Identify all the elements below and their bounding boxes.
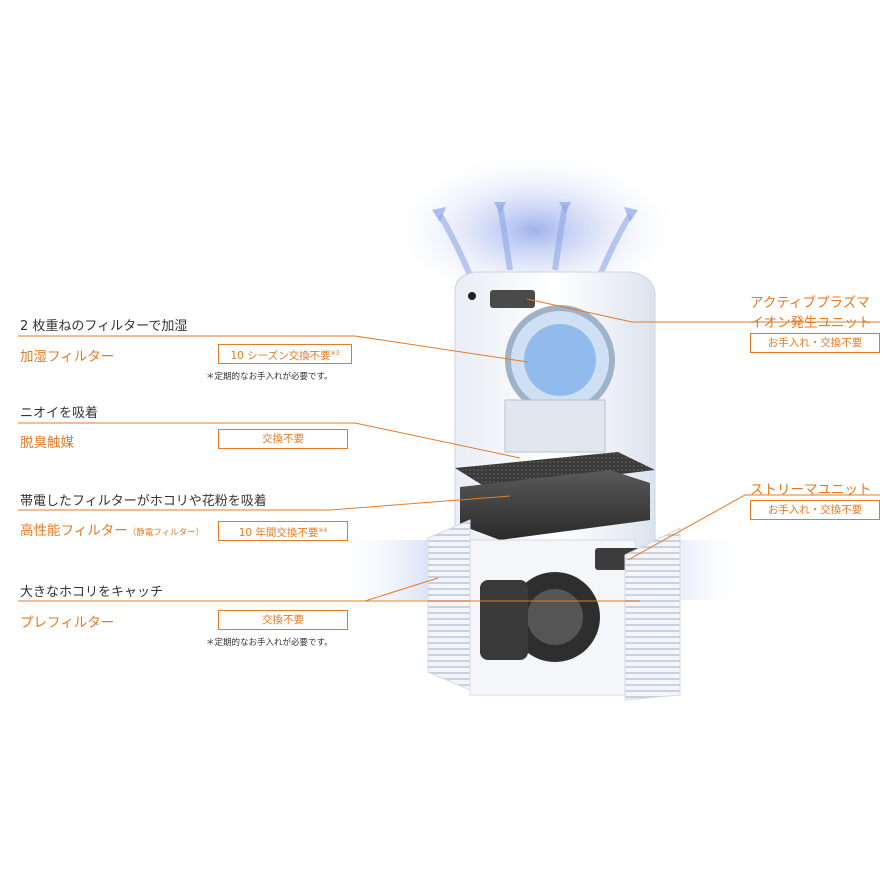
high-performance-filter-note-mark: ※4 bbox=[318, 527, 328, 534]
deodorizing-catalyst-heading: ニオイを吸着 bbox=[20, 406, 99, 421]
plasma-ion-unit-badge: お手入れ・交換不要 bbox=[750, 333, 880, 353]
humidifier-filter-badge-text: 10 シーズン交換不要 bbox=[230, 350, 331, 362]
plasma-ion-unit bbox=[490, 290, 535, 308]
humidifier-filter-heading: 2 枚重ねのフィルターで加湿 bbox=[20, 319, 188, 334]
streamer-unit-badge: お手入れ・交換不要 bbox=[750, 500, 880, 520]
high-performance-filter-subname: （静電フィルター） bbox=[127, 528, 205, 538]
deodorizing-catalyst-badge: 交換不要 bbox=[218, 429, 348, 449]
pre-filter-left bbox=[427, 519, 471, 691]
high-performance-filter bbox=[460, 470, 650, 540]
deodorizing-catalyst-name: 脱臭触媒 bbox=[20, 435, 74, 451]
humidifier-filter-note-mark: ※3 bbox=[330, 350, 340, 357]
high-performance-filter-heading: 帯電したフィルターがホコリや花粉を吸着 bbox=[20, 494, 267, 509]
pre-filter-right bbox=[624, 527, 681, 701]
pre-filter-badge: 交換不要 bbox=[218, 610, 348, 630]
humidifier-filter-name: 加湿フィルター bbox=[20, 349, 115, 365]
pre-filter-note: ＊定期的なお手入れが必要です。 bbox=[206, 638, 333, 648]
streamer-unit-name: ストリーマユニット bbox=[750, 482, 872, 498]
pre-filter-name: プレフィルター bbox=[20, 615, 115, 631]
deodorizing-catalyst bbox=[455, 452, 655, 490]
high-performance-filter-badge-text: 10 年間交換不要 bbox=[238, 527, 319, 539]
humidifier-filter-note: ＊定期的なお手入れが必要です。 bbox=[206, 372, 333, 382]
fan-motor bbox=[480, 580, 528, 660]
plasma-ion-unit-name-line1: アクティブプラズマ bbox=[750, 295, 870, 311]
high-performance-filter-badge: 10 年間交換不要※4 bbox=[218, 521, 348, 541]
pre-filter-heading: 大きなホコリをキャッチ bbox=[20, 585, 164, 600]
high-performance-filter-name-text: 高性能フィルター bbox=[20, 523, 128, 539]
humidifier-tray bbox=[504, 399, 606, 453]
humidifier-filter-badge: 10 シーズン交換不要※3 bbox=[218, 344, 352, 364]
leader-lines bbox=[18, 298, 880, 602]
plasma-ion-unit-name-line2: イオン発生ユニット bbox=[750, 315, 872, 331]
high-performance-filter-name: 高性能フィルター（静電フィルター） bbox=[20, 519, 204, 539]
airflow-top bbox=[385, 150, 685, 310]
